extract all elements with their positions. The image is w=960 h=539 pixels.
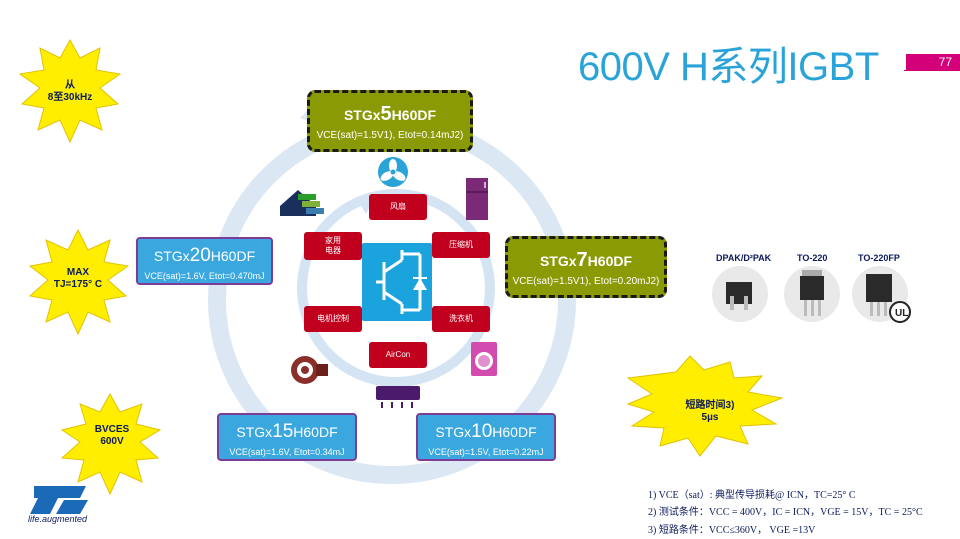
motor-icon xyxy=(291,356,328,384)
star-burst-temp xyxy=(28,228,130,336)
star-bvces-line1: BVCES xyxy=(94,424,130,435)
product-bottom-right-spec: VCE(sat)=1.5V, Etot=0.22mJ xyxy=(428,447,544,457)
product-left-name: STGx20H60DF xyxy=(153,245,256,266)
product-right-spec: VCE(sat)=1.5V1), Etot=0.20mJ2) xyxy=(512,276,660,287)
product-bottom-right-card[interactable]: STGx10H60DF VCE(sat)=1.5V, Etot=0.22mJ xyxy=(416,413,556,461)
star-temp-label: MAX TJ=175° C xyxy=(38,267,118,291)
footnote-2: 2) 测试条件：VCC = 400V，IC = ICN，VGE = 15V，TC… xyxy=(648,507,923,518)
app-fan-button[interactable]: 风扇 xyxy=(369,194,427,220)
app-compressor-button[interactable]: 压缩机 xyxy=(432,232,490,258)
star-bvces-line2: 600V xyxy=(100,436,124,447)
product-bottom-left-card[interactable]: STGx15H60DF VCE(sat)=1.6V, Etot=0.34mJ xyxy=(217,413,357,461)
star-freq-label: 从 8至30kHz xyxy=(40,80,100,104)
star-short-label: 短路时间3) 5µs xyxy=(670,400,750,424)
product-bottom-left-name: STGx15H60DF xyxy=(236,421,338,442)
star-burst-bvces xyxy=(60,392,162,496)
washing-machine-icon xyxy=(471,342,497,376)
product-bottom-right-name: STGx10H60DF xyxy=(435,421,537,442)
house-energy-icon xyxy=(280,190,324,216)
product-top-card[interactable]: STGx5H60DF VCE(sat)=1.5V1), Etot=0.14mJ2… xyxy=(307,90,473,152)
logo-tagline: life.augmented xyxy=(28,514,88,524)
star-bvces-label: BVCES 600V xyxy=(80,424,144,448)
product-top-name: STGx5H60DF xyxy=(343,103,437,125)
package-label-dpak: DPAK/D²PAK xyxy=(716,253,772,263)
svg-text:UL: UL xyxy=(895,308,908,319)
product-top-spec: VCE(sat)=1.5V1), Etot=0.14mJ2) xyxy=(316,130,464,141)
product-right-card[interactable]: STGx7H60DF VCE(sat)=1.5V1), Etot=0.20mJ2… xyxy=(505,236,667,298)
product-left-card[interactable]: STGx20H60DF VCE(sat)=1.6V, Etot=0.470mJ xyxy=(136,237,273,285)
fan-icon xyxy=(378,157,408,187)
app-motor-button[interactable]: 电机控制 xyxy=(304,306,362,332)
app-appliance-button[interactable]: 家用 电器 xyxy=(304,232,362,260)
package-label-to220: TO-220 xyxy=(797,253,828,263)
slide-title: 600V H系列IGBT xyxy=(578,45,879,89)
star-temp-line1: MAX xyxy=(66,267,90,278)
star-burst-short xyxy=(626,355,784,457)
app-washer-button[interactable]: 洗衣机 xyxy=(432,306,490,332)
page-number: 77 xyxy=(906,54,960,70)
product-bottom-left-spec: VCE(sat)=1.6V, Etot=0.34mJ xyxy=(229,447,345,457)
app-aircon-button[interactable]: AirCon xyxy=(369,342,427,368)
package-dpak-icon xyxy=(712,266,768,322)
star-freq-line1: 从 xyxy=(65,80,75,91)
igbt-symbol-icon xyxy=(362,243,432,321)
air-conditioner-icon xyxy=(376,386,420,408)
star-short-line1: 短路时间3) xyxy=(685,400,735,411)
product-left-spec: VCE(sat)=1.6V, Etot=0.470mJ xyxy=(144,271,265,281)
package-to220fp-icon: UL xyxy=(852,266,911,323)
footnote-1: 1) VCE（sat）: 典型传导损耗@ ICN，TC=25° C xyxy=(648,490,856,501)
star-freq-line2: 8至30kHz xyxy=(47,92,93,103)
star-short-line2: 5µs xyxy=(701,412,719,423)
product-right-name: STGx7H60DF xyxy=(539,249,633,271)
footnote-3: 3) 短路条件：VCC≤360V， VGE =13V xyxy=(648,525,816,536)
page-underline xyxy=(904,70,960,71)
st-logo xyxy=(30,486,88,514)
star-burst-freq xyxy=(18,38,122,144)
package-label-to220fp: TO-220FP xyxy=(858,253,900,263)
star-temp-line2: TJ=175° C xyxy=(53,279,103,290)
refrigerator-icon xyxy=(466,178,488,220)
package-to220-icon xyxy=(784,266,840,322)
